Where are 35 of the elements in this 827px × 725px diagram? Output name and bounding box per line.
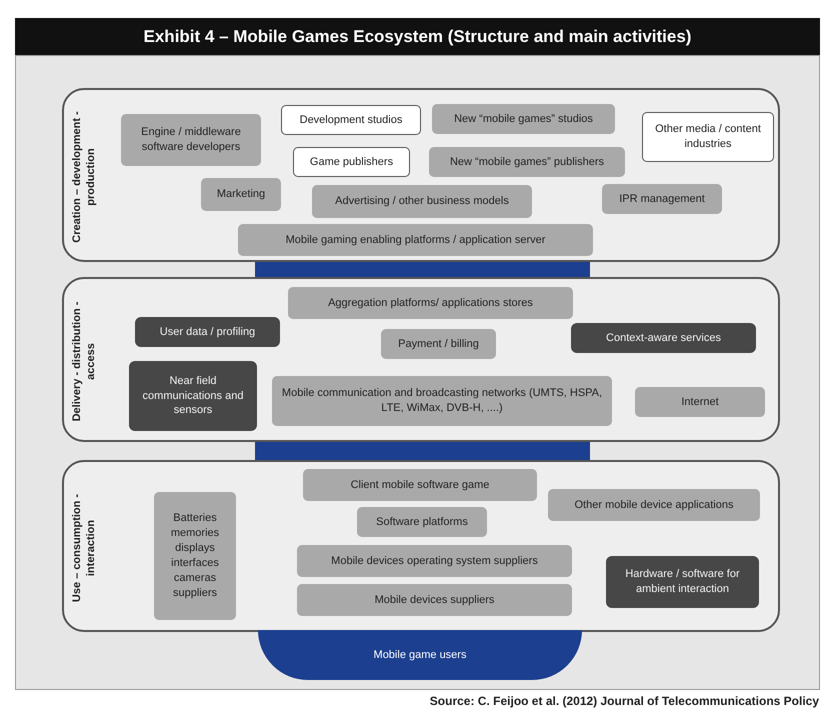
- layer-heading: Delivery - distribution - access: [70, 300, 98, 424]
- connector-band: [255, 442, 590, 460]
- layer-heading: Creation – development - production: [70, 110, 98, 245]
- activity-box: Mobile devices suppliers: [297, 584, 572, 616]
- layer-panel: [62, 88, 780, 262]
- activity-box: New “mobile games” studios: [432, 104, 615, 134]
- activity-box: Aggregation platforms/ applications stores: [288, 287, 573, 319]
- activity-box: Marketing: [201, 178, 281, 211]
- layer-panel: [62, 277, 780, 442]
- activity-box: Mobile communication and broadcasting networks (UMTS, HSPA, LTE, WiMax, DVB-H, ....): [272, 376, 612, 426]
- title-bar: Exhibit 4 – Mobile Games Ecosystem (Structure and main activities): [15, 18, 820, 55]
- layer-heading: Use – consumption - interaction: [70, 492, 98, 604]
- activity-box: Client mobile software game: [303, 469, 537, 501]
- activity-box: New “mobile games” publishers: [429, 147, 625, 177]
- connector-band: [255, 261, 590, 277]
- layer-panel: [62, 460, 780, 632]
- activity-box: Batteries memories displays interfaces cameras suppliers: [154, 492, 236, 620]
- activity-box: Software platforms: [357, 507, 487, 537]
- activity-box: Near field communications and sensors: [129, 361, 257, 431]
- activity-box: Internet: [635, 387, 765, 417]
- activity-box: Mobile gaming enabling platforms / application server: [238, 224, 593, 256]
- activity-box: User data / profiling: [135, 317, 280, 347]
- activity-box: Hardware / software for ambient interaction: [606, 556, 759, 608]
- activity-box: Mobile devices operating system suppliers: [297, 545, 572, 577]
- activity-box: Context-aware services: [571, 323, 756, 353]
- user-base-shape: Mobile game users: [258, 630, 582, 680]
- activity-box: Development studios: [281, 105, 421, 135]
- activity-box: Payment / billing: [381, 329, 496, 359]
- activity-box: IPR management: [602, 184, 722, 214]
- source-note: Source: C. Feijoo et al. (2012) Journal of Telecommunications Policy: [430, 694, 819, 708]
- activity-box: Game publishers: [293, 147, 410, 177]
- activity-box: Other mobile device applications: [548, 489, 760, 521]
- activity-box: Engine / middleware software developers: [121, 114, 261, 166]
- activity-box: Other media / content industries: [642, 112, 774, 162]
- activity-box: Advertising / other business models: [312, 185, 532, 218]
